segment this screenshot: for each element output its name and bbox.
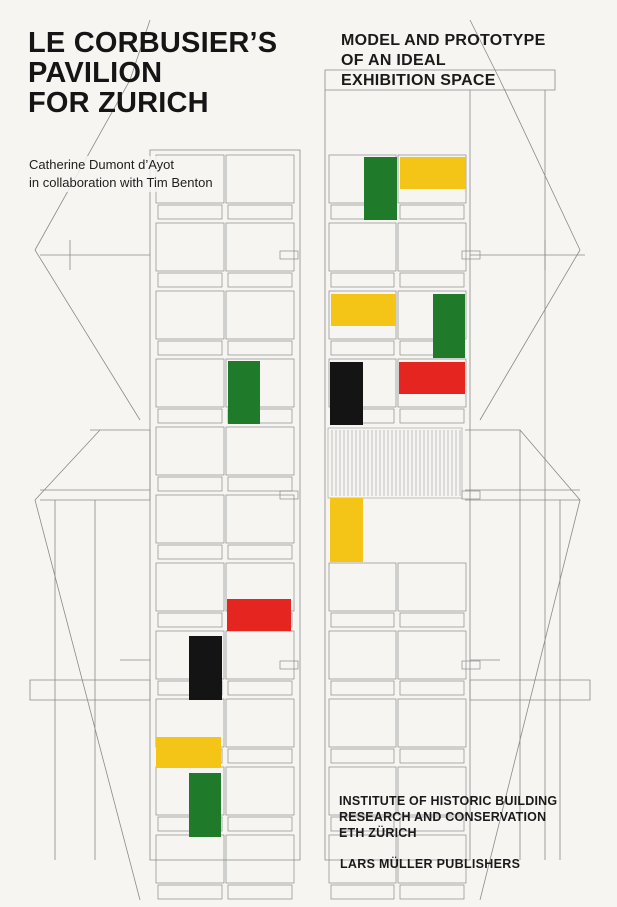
- book-subtitle: MODEL AND PROTOTYPE OF AN IDEAL EXHIBITI…: [341, 31, 546, 91]
- title-line-2: PAVILION: [28, 57, 163, 89]
- author-line-1: Catherine Dumont d’Ayot: [29, 157, 175, 172]
- green-panel: [189, 773, 221, 837]
- subtitle-line-3: EXHIBITION SPACE: [341, 72, 496, 89]
- black-panel: [330, 362, 363, 425]
- institute-line-3: ETH ZÜRICH: [339, 826, 417, 840]
- institute-line-1: INSTITUTE OF HISTORIC BUILDING: [339, 794, 558, 808]
- institute-line-2: RESEARCH AND CONSERVATION: [339, 810, 547, 824]
- subtitle-line-2: OF AN IDEAL: [341, 52, 446, 69]
- yellow-panel: [331, 294, 396, 326]
- publisher-name: LARS MÜLLER PUBLISHERS: [340, 857, 521, 871]
- green-panel: [364, 157, 397, 220]
- title-line-3: FOR ZURICH: [28, 87, 209, 119]
- institute-credit: INSTITUTE OF HISTORIC BUILDING RESEARCH …: [339, 793, 557, 841]
- subtitle-line-1: MODEL AND PROTOTYPE: [341, 32, 546, 49]
- author-line-2: in collaboration with Tim Benton: [29, 175, 213, 190]
- green-panel: [228, 361, 260, 424]
- red-panel: [227, 599, 291, 631]
- author-credits: Catherine Dumont d’Ayot in collaboration…: [29, 156, 213, 192]
- title-line-1: LE CORBUSIER’S: [28, 27, 278, 59]
- red-panel: [399, 362, 465, 394]
- green-panel: [433, 294, 465, 358]
- yellow-panel: [400, 157, 466, 189]
- black-panel: [189, 636, 222, 700]
- yellow-panel: [330, 498, 363, 562]
- book-title: LE CORBUSIER’S PAVILION FOR ZURICH: [28, 28, 277, 118]
- yellow-panel: [156, 737, 221, 768]
